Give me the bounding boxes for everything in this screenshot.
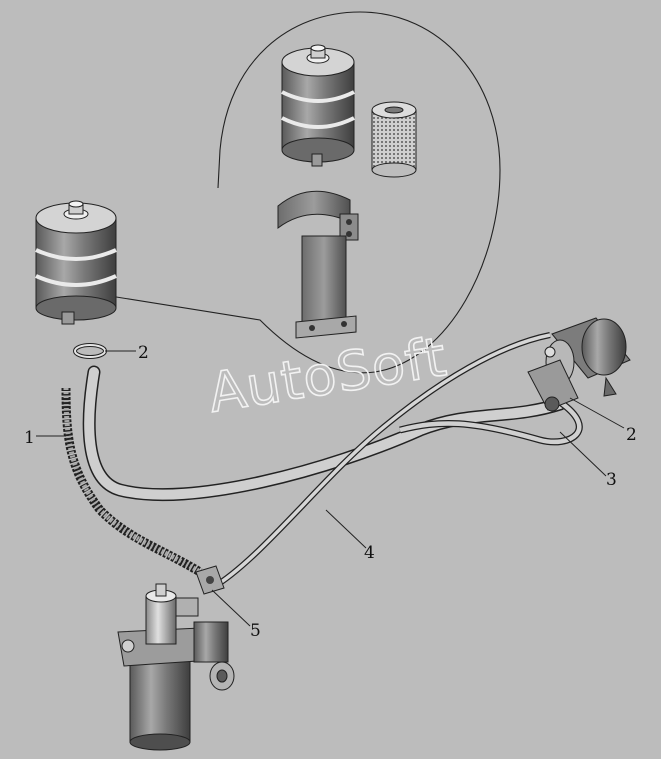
- callout-2-clamp-label: 2: [138, 343, 149, 363]
- hose-clamp: [73, 343, 107, 359]
- hose-fitting: [195, 565, 225, 595]
- leader-lines: [36, 350, 625, 627]
- balloon-reservoir: [281, 44, 355, 167]
- callout-5-label: 5: [250, 621, 261, 641]
- callout-1-label: 1: [24, 428, 35, 448]
- balloon-mounting-bracket: [277, 190, 359, 339]
- balloon-filter-element: [371, 101, 417, 178]
- steering-pump: [527, 317, 631, 412]
- steering-gear-unit: [117, 583, 235, 751]
- callout-3-label: 3: [606, 470, 617, 490]
- detail-balloon-outline: [109, 11, 501, 374]
- callout-4-label: 4: [364, 543, 375, 563]
- callout-2-bracket-label: 2: [626, 425, 637, 445]
- watermark-text: AutoSoft: [204, 325, 451, 425]
- main-reservoir: [35, 200, 117, 325]
